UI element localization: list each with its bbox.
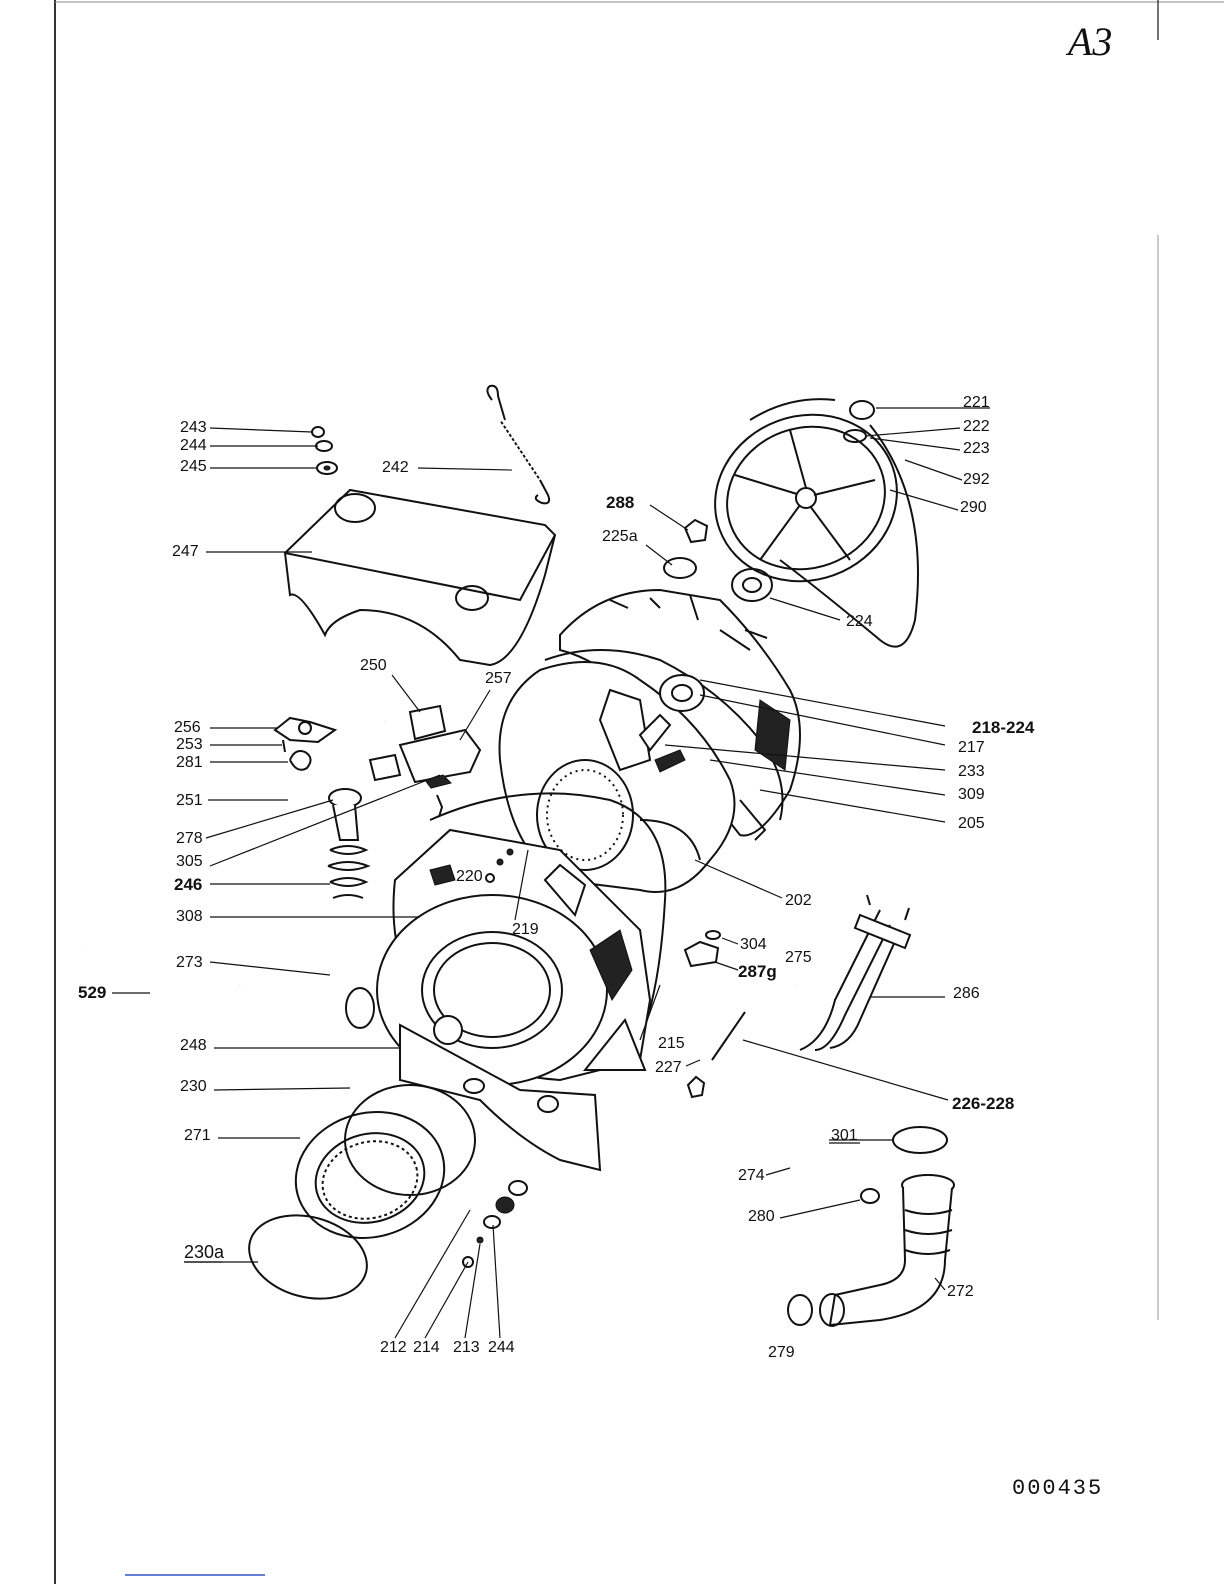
washers-243-245	[312, 427, 337, 474]
label-251: 251	[176, 792, 203, 809]
label-247: 247	[172, 543, 199, 560]
seal-288	[685, 520, 707, 542]
heating-element	[800, 895, 910, 1050]
spring-242	[487, 386, 549, 504]
label-286: 286	[953, 985, 980, 1002]
label-233: 233	[958, 763, 985, 780]
label-243: 243	[180, 419, 207, 436]
label-218-224: 218-224	[972, 718, 1035, 737]
label-281: 281	[176, 754, 203, 771]
label-301: 301	[831, 1127, 858, 1144]
label-230a: 230a	[184, 1242, 225, 1262]
door-seal-271	[282, 1096, 459, 1255]
label-225a: 225a	[602, 528, 638, 545]
label-215: 215	[658, 1035, 685, 1052]
label-275: 275	[785, 949, 812, 966]
label-274: 274	[738, 1167, 765, 1184]
drum-pulley	[692, 389, 921, 606]
label-222: 222	[963, 418, 990, 435]
label-244-top: 244	[180, 437, 207, 454]
label-219: 219	[512, 921, 539, 938]
label-273: 273	[176, 954, 203, 971]
label-250: 250	[360, 657, 387, 674]
label-309: 309	[958, 786, 985, 803]
hose-529	[84, 909, 240, 1005]
washer-304	[706, 931, 720, 939]
clamp-280	[861, 1189, 879, 1203]
label-224: 224	[846, 613, 873, 630]
label-244-bottom: 244	[488, 1339, 515, 1356]
label-287g: 287g	[738, 962, 777, 981]
label-257: 257	[485, 670, 512, 687]
bearing-224	[732, 569, 772, 601]
label-214: 214	[413, 1339, 440, 1356]
counterweight-top	[285, 490, 555, 665]
label-220: 220	[456, 868, 483, 885]
label-288: 288	[606, 493, 634, 512]
label-248: 248	[180, 1037, 207, 1054]
label-242: 242	[382, 459, 409, 476]
label-227: 227	[655, 1059, 682, 1076]
document-number: 000435	[1012, 1476, 1103, 1501]
label-230: 230	[180, 1078, 207, 1095]
filler-bellows	[328, 789, 374, 1028]
label-304: 304	[740, 936, 767, 953]
label-292: 292	[963, 471, 990, 488]
label-213: 213	[453, 1339, 480, 1356]
label-280: 280	[748, 1208, 775, 1225]
bearing-225a	[664, 558, 696, 578]
label-246: 246	[174, 875, 202, 894]
label-308: 308	[176, 908, 203, 925]
label-271: 271	[184, 1127, 211, 1144]
sensor-227	[688, 1012, 745, 1097]
ring-301	[893, 1127, 947, 1153]
drive-belt	[750, 399, 918, 647]
label-221: 221	[963, 394, 990, 411]
label-529: 529	[78, 983, 106, 1002]
label-253: 253	[176, 736, 203, 753]
label-202: 202	[785, 892, 812, 909]
sump-hose-272	[820, 1175, 954, 1326]
label-272: 272	[947, 1283, 974, 1300]
label-278: 278	[176, 830, 203, 847]
label-212: 212	[380, 1339, 407, 1356]
label-217: 217	[958, 739, 985, 756]
label-279: 279	[768, 1344, 795, 1361]
label-290: 290	[960, 499, 987, 516]
label-256: 256	[174, 719, 201, 736]
label-305: 305	[176, 853, 203, 870]
clamp-279	[788, 1295, 812, 1325]
sheet-id: A3	[1065, 19, 1112, 64]
label-223: 223	[963, 440, 990, 457]
label-205: 205	[958, 815, 985, 832]
label-245: 245	[180, 458, 207, 475]
part-287g	[685, 942, 718, 966]
label-226-228: 226-228	[952, 1094, 1014, 1113]
